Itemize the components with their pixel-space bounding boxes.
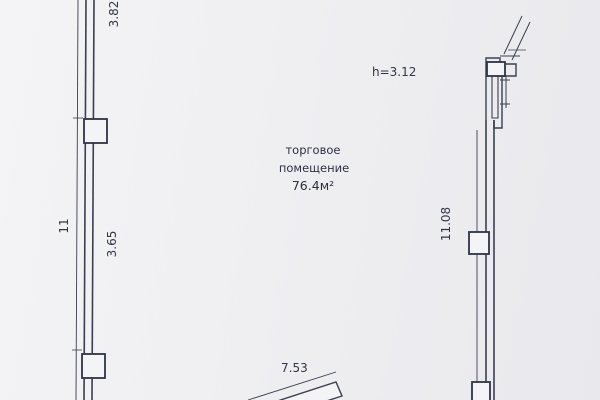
ceiling-height: h=3.12	[372, 65, 416, 79]
dim-right: 11.08	[439, 207, 453, 241]
left-wall-pier-upper	[83, 118, 108, 144]
room-name-line1: торговое	[285, 143, 340, 157]
room-area: 76.4м²	[292, 178, 334, 193]
dim-left-mid: 3.65	[105, 231, 119, 258]
right-wall-pier	[468, 231, 490, 255]
left-wall	[72, 0, 95, 400]
left-wall-section-marker: 11	[57, 218, 71, 233]
bottom-angled-wall	[247, 371, 343, 400]
left-wall-pier-lower	[81, 353, 106, 379]
dim-left-top: 3.82	[107, 1, 121, 28]
right-wall-pier-top	[486, 61, 506, 77]
right-wall-pier-bottom	[471, 381, 491, 400]
marker-left-label: 11	[57, 218, 71, 233]
room-name-line2: помещение	[279, 161, 349, 175]
dim-bottom: 7.53	[281, 361, 308, 375]
